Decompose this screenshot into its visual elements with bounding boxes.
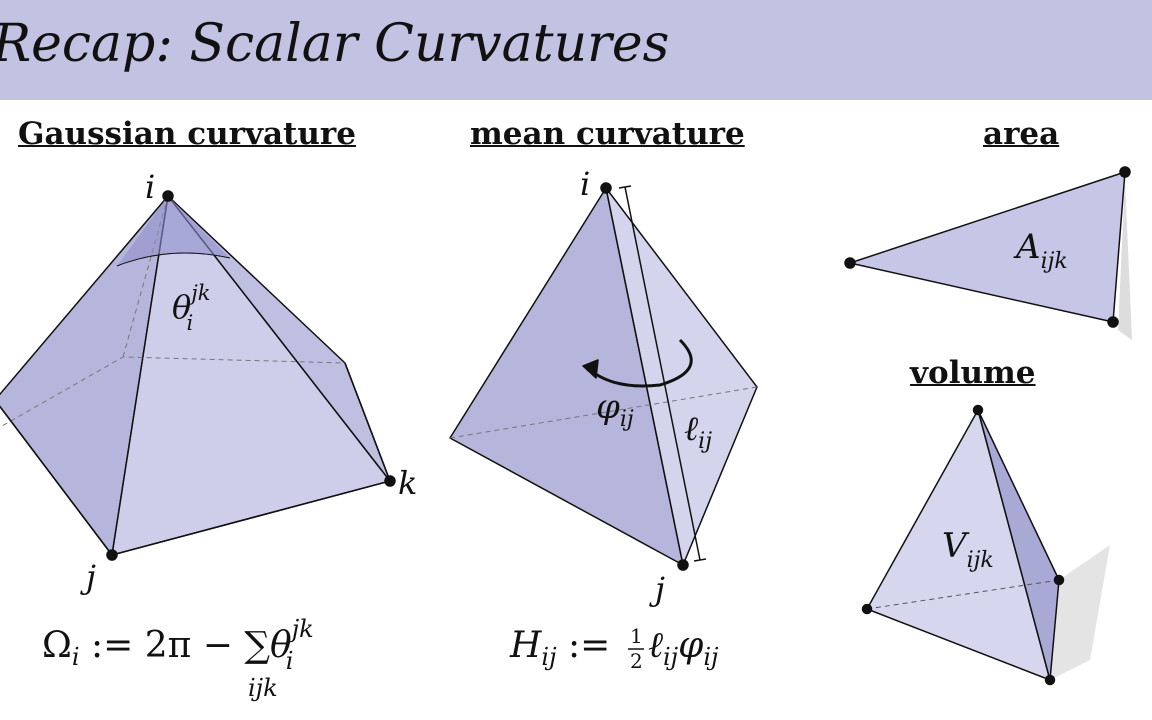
pyramid-diagram: [0, 190, 396, 561]
slide-title: Recap: Scalar Curvatures: [0, 14, 670, 74]
volume-heading: volume: [910, 355, 1036, 391]
sum-subscript: ijk: [248, 674, 278, 702]
fraction-numerator: 1: [630, 624, 643, 648]
fraction-denominator: 2: [630, 649, 643, 673]
vertex-k-label: k: [398, 464, 417, 502]
ell-label: ℓij: [684, 409, 712, 454]
tetrahedron-diagram: [449, 182, 758, 571]
volume-tetrahedron-diagram: [861, 404, 1110, 686]
gaussian-heading: Gaussian curvature: [18, 116, 356, 152]
vertex-i-label: i: [145, 168, 155, 206]
vertex-j-label: j: [80, 558, 96, 596]
area-heading: area: [983, 116, 1060, 152]
area-label: Aijk: [1013, 227, 1068, 274]
triangle-diagram: [844, 166, 1132, 340]
mean-heading: mean curvature: [470, 116, 745, 152]
volume-label: Vijk: [942, 526, 994, 573]
mean-formula-rhs: ℓijφij: [648, 625, 719, 671]
mean-vertex-i-label: i: [580, 165, 590, 203]
phi-label: φij: [596, 387, 634, 432]
mean-vertex-j-label: j: [649, 570, 665, 608]
title-bar: Recap: Scalar Curvatures: [0, 0, 1152, 100]
mean-formula: Hij :=: [509, 625, 610, 671]
